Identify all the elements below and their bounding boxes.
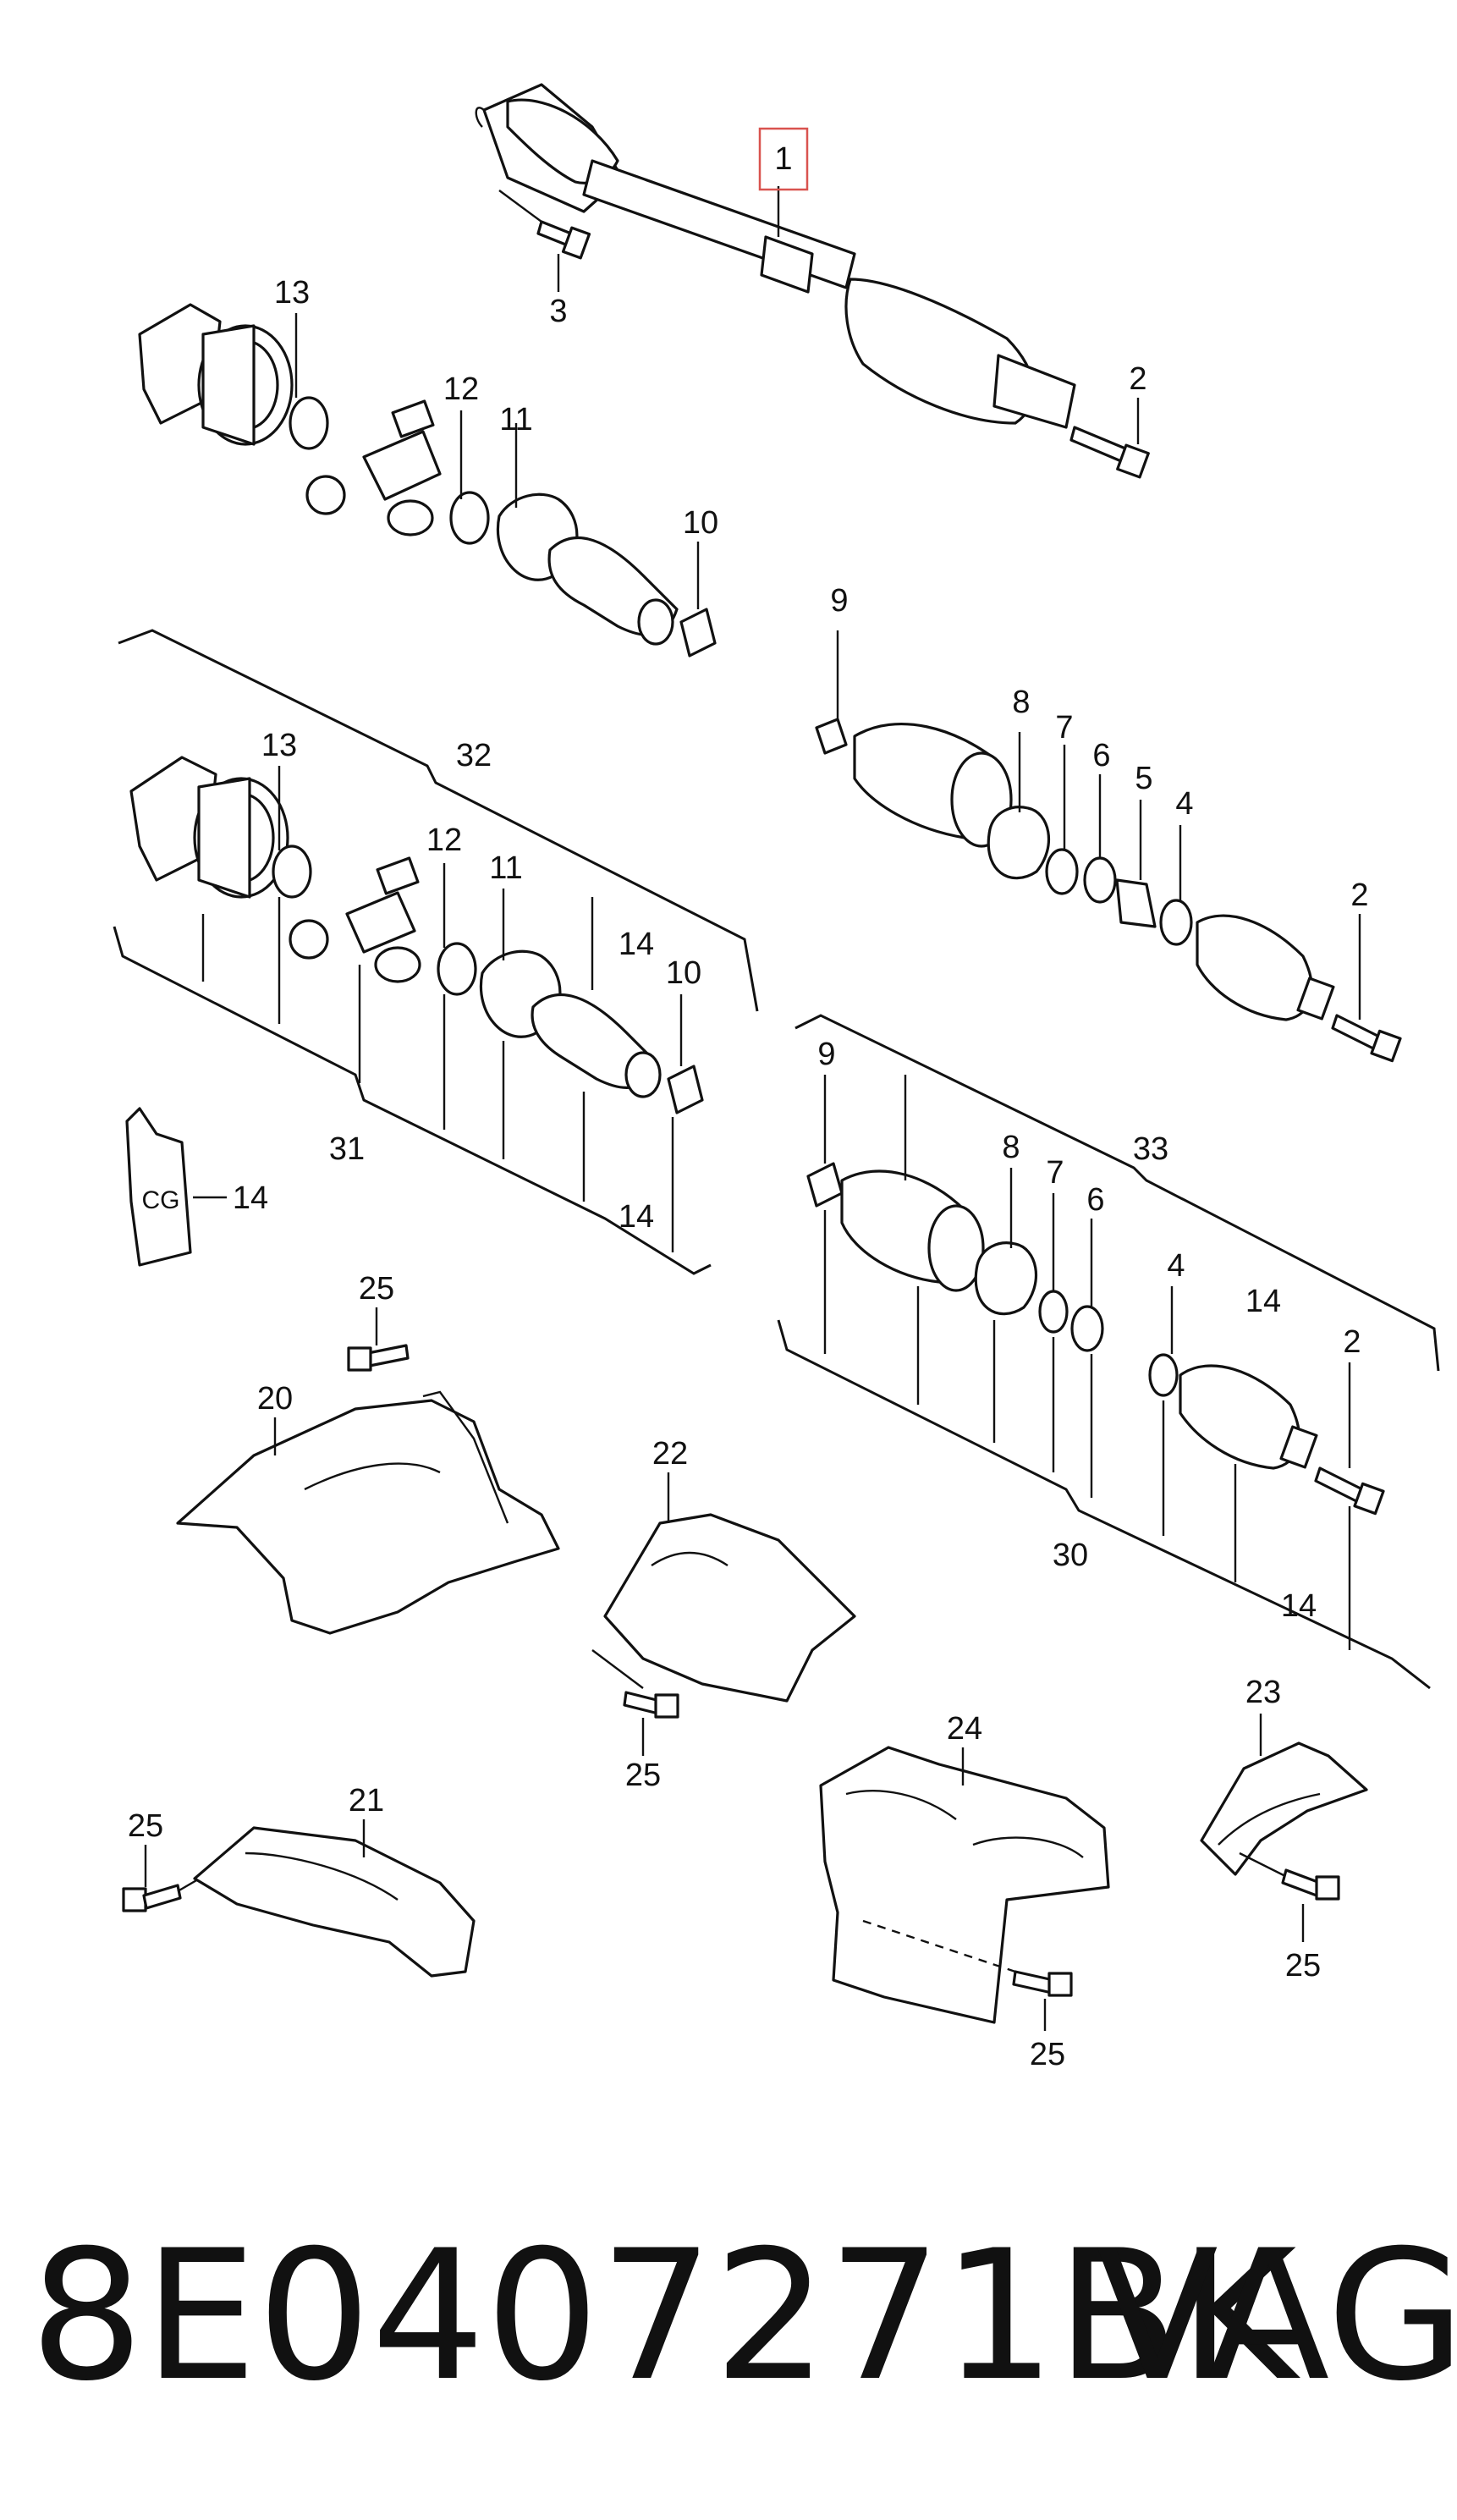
callout-13a: 13 <box>274 275 310 311</box>
callout-4b: 4 <box>1167 1248 1185 1284</box>
bolt-3 <box>536 220 591 260</box>
heat-shield-24 <box>819 1746 1110 2024</box>
bolt-25a <box>347 1344 410 1372</box>
outer-joint-right-lower <box>1179 1364 1300 1470</box>
washer-7a <box>1045 848 1079 895</box>
tripod-upper <box>305 399 442 536</box>
callout-10b: 10 <box>666 955 701 991</box>
joint-housing-upper <box>138 303 294 446</box>
callout-12a: 12 <box>443 371 479 407</box>
clamp-8a <box>987 806 1050 880</box>
circlip-4b <box>1148 1353 1179 1397</box>
callout-3: 3 <box>549 294 567 329</box>
callout-2a: 2 <box>1129 361 1146 397</box>
bolt-25e <box>1281 1868 1340 1901</box>
tube-label: CG <box>142 1186 180 1214</box>
heat-shield-22 <box>603 1513 856 1703</box>
ring-5 <box>1115 878 1157 928</box>
clamp-10b <box>667 1065 704 1114</box>
kit-bracket-33 <box>794 1014 1440 1372</box>
circlip-12a <box>449 491 490 545</box>
bolt-2a <box>1069 426 1150 479</box>
brand-name: VAG <box>1096 2211 1457 2420</box>
callout-14-tube: 14 <box>233 1180 268 1216</box>
callout-5: 5 <box>1135 761 1152 796</box>
drive-shaft-assembly <box>475 83 1076 429</box>
callout-25a: 25 <box>359 1271 394 1307</box>
kit-bracket-32 <box>118 629 759 1012</box>
circlip-13b <box>272 845 312 899</box>
callout-12b: 12 <box>426 823 462 858</box>
circlip-4a <box>1159 899 1193 946</box>
callout-7a: 7 <box>1055 710 1073 746</box>
heat-shield-21 <box>193 1826 476 1978</box>
callout-box-1 <box>758 127 809 191</box>
callout-2b: 2 <box>1350 878 1368 913</box>
callout-14a: 14 <box>619 927 654 962</box>
bolt-25d <box>1012 1970 1073 1997</box>
washer-7b <box>1038 1290 1069 1334</box>
callout-8b: 8 <box>1002 1130 1020 1165</box>
callout-7b: 7 <box>1046 1155 1064 1191</box>
callout-10a: 10 <box>683 505 718 541</box>
grease-tube: CG <box>125 1107 192 1267</box>
clamp-8b <box>974 1241 1037 1316</box>
callout-13b: 13 <box>261 728 297 763</box>
callout-6b: 6 <box>1086 1182 1104 1218</box>
callout-25e: 25 <box>1285 1948 1321 1984</box>
callout-14c: 14 <box>1245 1284 1281 1319</box>
bolt-2b <box>1331 1014 1381 1051</box>
callout-9a: 9 <box>830 583 848 619</box>
tripod-lower <box>289 856 421 983</box>
callout-21: 21 <box>349 1783 384 1818</box>
circlip-12b <box>437 942 477 996</box>
callout-14d: 14 <box>1281 1588 1317 1624</box>
callout-4a: 4 <box>1175 786 1193 822</box>
bolt-25c <box>122 1884 182 1912</box>
clamp-9b <box>806 1162 844 1208</box>
clamp-10a <box>679 608 717 658</box>
callout-23: 23 <box>1245 1675 1281 1710</box>
kit-bracket-31 <box>113 926 712 1275</box>
outer-joint-right <box>1196 914 1313 1021</box>
callout-9b: 9 <box>817 1037 835 1072</box>
callout-20: 20 <box>257 1381 293 1417</box>
washer-6b <box>1070 1305 1104 1352</box>
kit-bracket-30 <box>777 1319 1431 1690</box>
callout-11b: 11 <box>489 850 522 886</box>
part-number: 8E0407271BK <box>30 2211 1300 2420</box>
callout-30: 30 <box>1053 1538 1088 1573</box>
callout-24: 24 <box>947 1711 982 1747</box>
callout-8a: 8 <box>1012 685 1030 720</box>
callout-31: 31 <box>329 1131 365 1167</box>
callout-25d: 25 <box>1030 2037 1065 2072</box>
callout-14b: 14 <box>619 1199 654 1235</box>
callout-25b: 25 <box>625 1758 661 1793</box>
callout-32: 32 <box>456 738 492 773</box>
callout-33: 33 <box>1133 1131 1168 1167</box>
callout-25c: 25 <box>128 1808 163 1844</box>
clamp-9a <box>815 718 848 755</box>
washer-6a <box>1083 856 1117 904</box>
heat-shield-23 <box>1200 1741 1368 1876</box>
heat-shield-20 <box>176 1399 560 1635</box>
joint-housing-lower <box>129 756 289 899</box>
callout-6a: 6 <box>1092 738 1110 773</box>
callout-1: 1 <box>774 141 792 177</box>
callout-2c: 2 <box>1343 1324 1361 1360</box>
circlip-13a <box>289 396 329 450</box>
callout-11a: 11 <box>499 402 532 437</box>
bolt-2c <box>1314 1466 1364 1504</box>
bolt-25b <box>623 1691 679 1719</box>
callout-22: 22 <box>652 1436 688 1472</box>
